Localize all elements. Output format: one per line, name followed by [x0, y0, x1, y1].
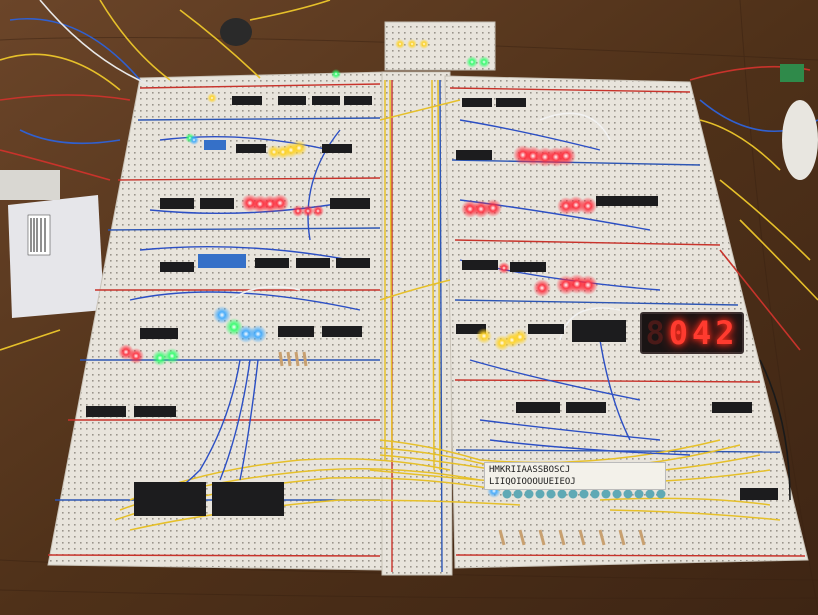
label-strip: HMKRIIAASSBOSCJ LIIQOIOOOUUEIEOJ	[484, 462, 666, 490]
wire-spool	[782, 100, 818, 180]
blue-leds	[189, 135, 501, 498]
paper-sheet	[8, 195, 104, 318]
battery-connector	[220, 18, 252, 46]
power-rails	[47, 79, 806, 573]
dip-switch-middle[interactable]	[198, 254, 246, 268]
ic-chips	[86, 96, 778, 516]
seven-segment-display: 8 042	[640, 312, 744, 354]
label-strip-line-1: HMKRIIAASSBOSCJ	[489, 465, 571, 475]
label-strip-line-2: LIIQOIOOOUUEIEOJ	[489, 477, 576, 487]
paper-top-left	[0, 170, 60, 200]
red-leds	[118, 145, 598, 364]
yellow-leds	[207, 39, 528, 351]
barcode-lines	[30, 218, 46, 252]
resistors	[278, 351, 646, 546]
dip-switch-top[interactable]	[204, 140, 226, 150]
terminal-block	[780, 64, 804, 82]
teal-led-row	[502, 489, 666, 499]
unlit-digit: 8	[645, 314, 669, 352]
display-value: 042	[668, 314, 739, 352]
